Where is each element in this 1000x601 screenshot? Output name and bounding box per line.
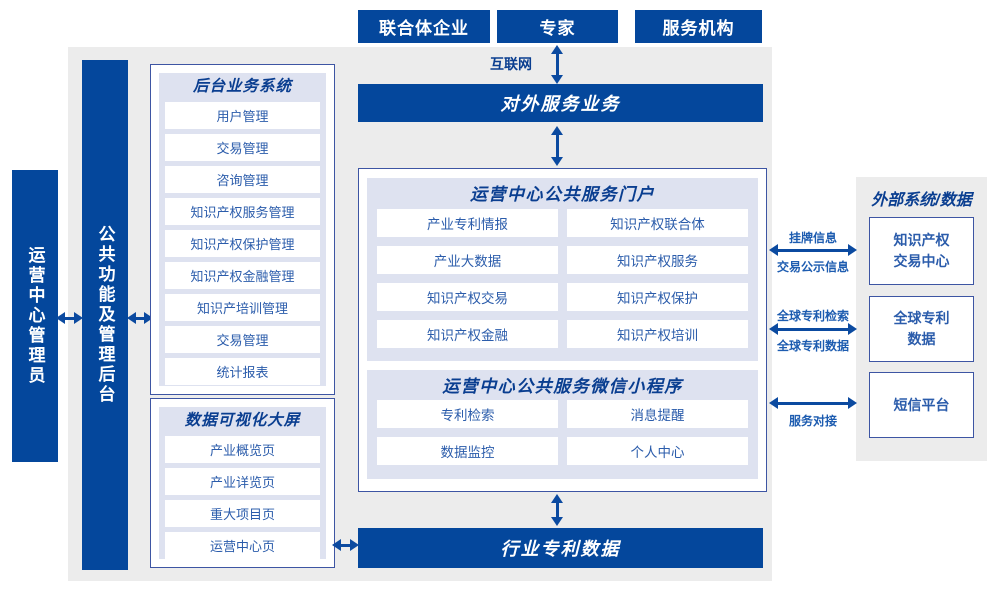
portal-item: 知识产权金融 [377,320,558,348]
backend-system-panel: 后台业务系统 用户管理 交易管理 咨询管理 知识产权服务管理 知识产权保护管理 … [150,64,335,395]
portal-item: 产业专利情报 [377,209,558,237]
node-union-enterprise: 联合体企业 [358,10,490,43]
mini-program-item: 个人中心 [567,437,748,465]
external-box-sms-platform: 短信平台 [869,372,974,438]
label-service-docking: 服务对接 [788,414,837,428]
external-box-global-patent-data: 全球专利数据 [869,296,974,362]
arrow-sms-platform [769,396,857,410]
list-item: 咨询管理 [165,166,320,193]
list-item: 产业概览页 [165,436,320,463]
screen-to-patent-arrow [332,538,359,552]
center-services-panel: 运营中心公共服务门户 产业专利情报 知识产权联合体 产业大数据 知识产权服务 知… [358,168,767,492]
service-to-portal-arrow [550,126,564,166]
list-item: 运营中心页 [165,532,320,559]
label-global-patent-search: 全球专利检索 [776,309,849,323]
list-item: 知识产权保护管理 [165,230,320,257]
external-systems-title: 外部系统/数据 [871,192,972,209]
arrow-global-patent-data [769,322,857,336]
label-transaction-publicity: 交易公示信息 [776,260,849,274]
portal-item: 产业大数据 [377,246,558,274]
mini-program-item: 数据监控 [377,437,558,465]
center-to-patent-arrow [550,494,564,526]
portal-item: 知识产权交易 [377,283,558,311]
list-item: 产业详览页 [165,468,320,495]
list-item: 知识产权金融管理 [165,262,320,289]
mini-program-item: 专利检索 [377,400,558,428]
backend-to-system-arrow [127,311,153,325]
label-global-patent-data: 全球专利数据 [776,339,849,353]
mini-program-item: 消息提醒 [567,400,748,428]
arrow-ip-trade-center [769,243,857,257]
portal-item: 知识产权服务 [567,246,748,274]
admin-to-backend-arrow [56,311,83,325]
rail-common-functions-backend: 公共功能及管理后台 [82,60,128,570]
list-item: 统计报表 [165,358,320,385]
industry-patent-bar: 行业专利数据 [358,528,763,568]
portal-item: 知识产权联合体 [567,209,748,237]
list-item: 交易管理 [165,326,320,353]
portal-item: 知识产权培训 [567,320,748,348]
portal-item: 知识产权保护 [567,283,748,311]
data-screen-panel: 数据可视化大屏 产业概览页 产业详览页 重大项目页 运营中心页 [150,398,335,568]
internet-arrow [550,45,564,84]
external-service-bar: 对外服务业务 [358,84,763,122]
backend-system-title: 后台业务系统 [192,78,292,95]
node-service-org: 服务机构 [635,10,762,43]
data-screen-title: 数据可视化大屏 [184,412,301,429]
portal-title: 运营中心公共服务门户 [470,185,655,204]
list-item: 重大项目页 [165,500,320,527]
external-box-ip-trade-center: 知识产权交易中心 [869,217,974,285]
list-item: 知识产培训管理 [165,294,320,321]
list-item: 交易管理 [165,134,320,161]
mini-program-panel: 运营中心公共服务微信小程序 专利检索 消息提醒 数据监控 个人中心 [367,370,758,479]
internet-label: 互联网 [490,56,532,72]
node-expert: 专家 [497,10,618,43]
rail-operation-center-admin: 运营中心管理员 [12,170,58,462]
mini-program-title: 运营中心公共服务微信小程序 [442,376,683,396]
portal-panel: 运营中心公共服务门户 产业专利情报 知识产权联合体 产业大数据 知识产权服务 知… [367,178,758,361]
label-listing-info: 挂牌信息 [788,231,837,245]
list-item: 知识产权服务管理 [165,198,320,225]
list-item: 用户管理 [165,102,320,129]
